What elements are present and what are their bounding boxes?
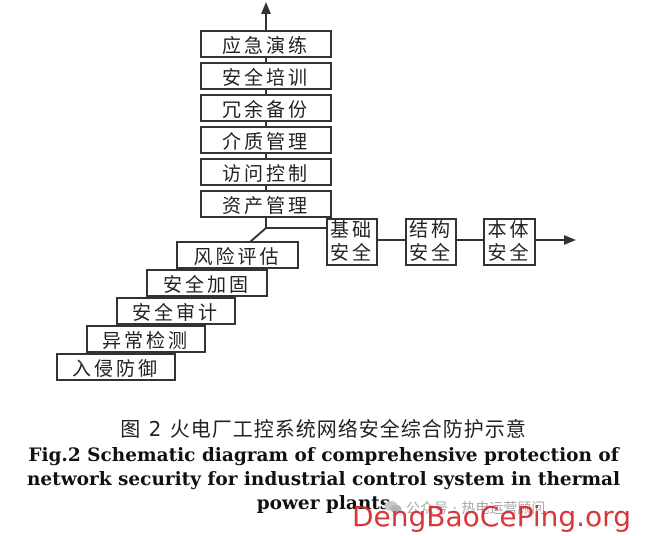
horizontal-arrowhead	[564, 235, 576, 245]
row-box-basic-security: 基础 安全	[326, 218, 378, 266]
stack-box-emergency-drill: 应急演练	[200, 30, 332, 58]
row-label-line2: 安全	[329, 242, 374, 264]
diagonal-connector	[249, 227, 267, 243]
caption-english: Fig.2 Schematic diagram of comprehensive…	[8, 444, 639, 516]
wechat-icon	[384, 501, 402, 514]
caption-english-line3: power plants	[256, 493, 391, 514]
row-label-line1: 基础	[329, 219, 374, 241]
step-box-security-audit: 安全审计	[116, 297, 236, 325]
stack-label: 资产管理	[221, 194, 310, 217]
step-label: 风险评估	[193, 245, 282, 268]
row-label-line2: 安全	[408, 242, 453, 264]
row-label-line1: 本体	[487, 219, 532, 241]
stack-label: 访问控制	[221, 162, 310, 185]
watermark-site: DengBaoCePing.org	[352, 500, 631, 533]
protection-diagram: 应急演练 安全培训 冗余备份 介质管理 访问控制 资产管理 基础 安全 结构 安…	[56, 2, 576, 381]
stack-box-media-management: 介质管理	[200, 126, 332, 154]
caption-chinese: 图 2 火电厂工控系统网络安全综合防护示意	[120, 417, 527, 441]
stack-box-security-training: 安全培训	[200, 62, 332, 90]
stack-label: 冗余备份	[221, 98, 310, 121]
step-label: 异常检测	[101, 329, 190, 352]
stack-box-redundant-backup: 冗余备份	[200, 94, 332, 122]
stack-label: 应急演练	[221, 34, 310, 57]
step-box-intrusion-prevention: 入侵防御	[56, 353, 176, 381]
row-box-structural-security: 结构 安全	[405, 218, 457, 266]
stack-label: 介质管理	[221, 130, 310, 153]
stack-label: 安全培训	[221, 66, 310, 89]
vertical-arrowhead	[261, 2, 271, 14]
step-label: 安全审计	[131, 301, 220, 324]
step-box-security-hardening: 安全加固	[146, 269, 268, 297]
row-label-line1: 结构	[408, 219, 453, 241]
step-box-anomaly-detection: 异常检测	[86, 325, 206, 353]
step-label: 安全加固	[162, 273, 251, 296]
row-box-body-security: 本体 安全	[483, 218, 536, 266]
watermark-wechat: 公众号 · 热电运营顾问	[406, 501, 546, 517]
stack-box-asset-management: 资产管理	[200, 190, 332, 218]
step-label: 入侵防御	[71, 357, 160, 380]
caption-english-line2: network security for industrial control …	[26, 469, 621, 490]
caption-english-line1: Fig.2 Schematic diagram of comprehensive…	[28, 445, 619, 466]
stack-box-access-control: 访问控制	[200, 158, 332, 186]
step-box-risk-assessment: 风险评估	[176, 241, 299, 269]
row-label-line2: 安全	[487, 242, 532, 264]
